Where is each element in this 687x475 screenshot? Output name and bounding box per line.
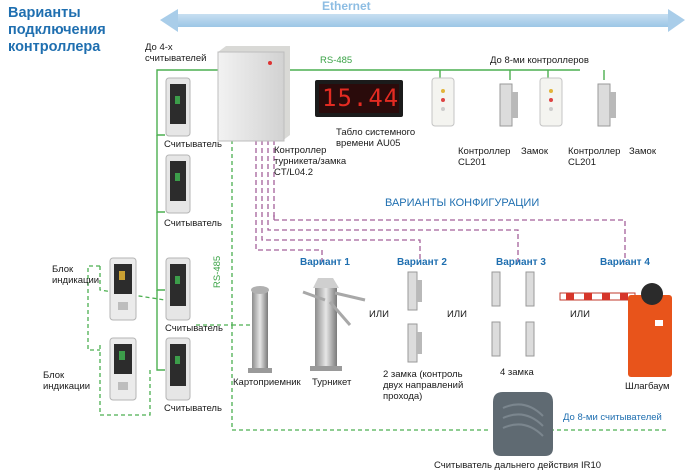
cl201-label-1: Контроллер CL201 [458, 146, 511, 168]
lock-2 [597, 83, 616, 127]
variant-2-lock-1 [407, 271, 422, 311]
configuration-variants-label: ВАРИАНТЫ КОНФИГУРАЦИИ [385, 197, 540, 209]
two-locks-label: 2 замка (контроль двух направлений прохо… [383, 369, 464, 402]
indication-block-label-1: Блок индикации [52, 264, 100, 286]
ir10-label: Считыватель дальнего действия IR10 [434, 460, 602, 471]
reader-label-3: Считыватель [165, 323, 223, 334]
variant-2-lock-2 [407, 323, 422, 363]
title-line-2: подключения [8, 22, 106, 38]
long-range-reader-ir10 [493, 392, 553, 456]
variant-3-label: Вариант 3 [496, 257, 546, 268]
variant-4-label: Вариант 4 [600, 257, 650, 268]
or-label-2: ИЛИ [447, 309, 467, 320]
rs485-lines [156, 69, 605, 371]
turnstile-label: Турникет [312, 377, 352, 388]
rs485-dashed-lines [87, 140, 668, 431]
reader-label-4: Считыватель [164, 403, 222, 414]
four-locks-label: 4 замка [500, 367, 534, 378]
turnstile [302, 278, 366, 371]
or-label-3: ИЛИ [570, 309, 590, 320]
variant-3-locks [491, 271, 535, 357]
rs485-vertical-label: RS-485 [212, 255, 223, 288]
configuration-lines [255, 140, 626, 262]
card-collector [248, 286, 272, 373]
time-display-au05 [315, 80, 403, 117]
title-line-3: контроллера [8, 39, 101, 55]
cl201-label-2: Контроллер CL201 [568, 146, 621, 168]
reader-4 [165, 337, 191, 401]
ethernet-label: Ethernet [322, 0, 371, 13]
variant-1-label: Вариант 1 [300, 257, 350, 268]
reader-2 [165, 154, 191, 214]
variant-2-label: Вариант 2 [397, 257, 447, 268]
readers-max-label: До 8-ми считывателей [563, 412, 662, 423]
diagram-title: Варианты подключения контроллера [8, 5, 106, 56]
reader-1 [165, 77, 191, 137]
controller-ct-l04-2 [217, 46, 290, 142]
cl201-controller-2 [539, 77, 563, 127]
or-label-1: ИЛИ [369, 309, 389, 320]
controllers-count-label: До 8-ми контроллеров [490, 55, 589, 66]
reader-3 [165, 257, 191, 321]
lock-label-1: Замок [521, 146, 548, 157]
indication-block-1 [109, 257, 137, 321]
barrier [559, 283, 672, 377]
reader-label-1: Считыватель [164, 139, 222, 150]
lock-1 [499, 83, 518, 127]
card-collector-label: Картоприемник [233, 377, 301, 388]
lock-label-2: Замок [629, 146, 656, 157]
controller-label: Контроллер турникета/замка CT/L04.2 [274, 145, 347, 178]
readers-count-label: До 4-х считывателей [145, 42, 207, 64]
rs485-top-label: RS-485 [320, 55, 353, 66]
time-display-digits: 15.44 [322, 84, 400, 112]
title-line-1: Варианты [8, 5, 81, 21]
reader-label-2: Считыватель [164, 218, 222, 229]
cl201-controller-1 [431, 77, 455, 127]
barrier-label: Шлагбаум [625, 381, 670, 392]
time-display-label: Табло системного времени AU05 [336, 127, 416, 149]
indication-block-2 [109, 337, 137, 401]
ethernet-bus [160, 9, 685, 32]
indication-block-label-2: Блок индикации [43, 370, 91, 392]
